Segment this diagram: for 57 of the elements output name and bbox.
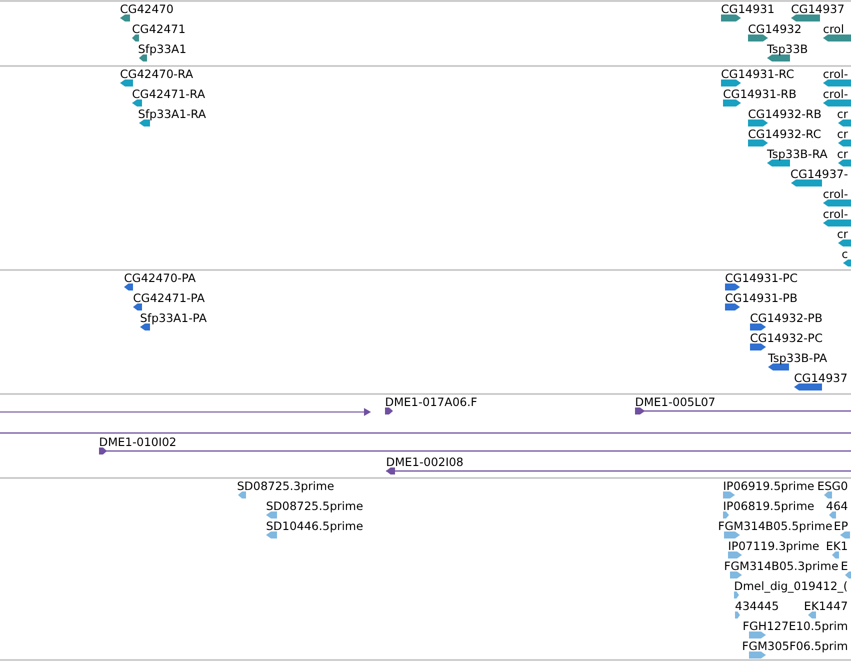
feature-label: SD08725.5prime — [266, 499, 364, 513]
feature-label: FGM314B05.5prime — [718, 519, 832, 533]
feature-label: FGH127E10.5prim — [742, 619, 848, 633]
feature-label: Tsp33B-RA — [767, 147, 828, 161]
feature-label: CG14932-RC — [748, 127, 822, 141]
feature-label: CG14931-PB — [725, 291, 798, 305]
feature-label: Sfp33A1-RA — [138, 107, 206, 121]
feature-label: CG14932-PC — [750, 331, 823, 345]
feature-label: FGM305F06.5prim — [742, 639, 848, 653]
feature-label: Sfp33A1-PA — [140, 311, 207, 325]
feature-label: crol- — [822, 67, 848, 81]
feature-label: CG14931-RB — [723, 87, 797, 101]
feature-label: EK1 — [826, 539, 848, 553]
feature-label: CG14932-RB — [748, 107, 822, 121]
feature-label: CG14932 — [748, 22, 802, 36]
feature-label: IP06919.5prime — [723, 479, 814, 493]
feature-label: CG14931-RC — [721, 67, 794, 81]
feature-label: crol- — [822, 207, 848, 221]
feature-label: FGM314B05.3prime — [724, 559, 838, 573]
feature-label: Dmel_dig_019412_( — [734, 579, 848, 593]
feature-label: Tsp33B-PA — [768, 351, 828, 365]
feature-label: CG14931 — [721, 2, 775, 16]
feature-label: c — [842, 247, 848, 261]
feature-label: CG14932-PB — [750, 311, 822, 325]
feature-label: CG14937 — [791, 2, 845, 16]
feature-label: cr — [836, 227, 848, 241]
feature-label: SD08725.3prime — [237, 479, 334, 493]
feature-label: E — [840, 559, 848, 573]
feature-label: CG42471-RA — [132, 87, 206, 101]
feature-label: CG14937- — [790, 167, 848, 181]
feature-label: DME1-010I02 — [99, 435, 176, 449]
feature-label: 464 — [826, 499, 848, 513]
feature-label: DME1-002I08 — [386, 455, 464, 469]
feature-label: crol- — [822, 87, 848, 101]
feature-label: DME1-017A06.F — [385, 395, 478, 409]
feature-label: crol- — [822, 187, 848, 201]
feature-label: EP — [834, 519, 848, 533]
feature-label: 434445 — [735, 599, 779, 613]
feature-label: DME1-005L07 — [635, 395, 716, 409]
feature-label: CG14931-PC — [725, 271, 798, 285]
feature-label: EK1447 — [804, 599, 848, 613]
feature-label: IP07119.3prime — [728, 539, 820, 553]
feature-label: CG42471 — [132, 22, 186, 36]
feature-label: Sfp33A1 — [138, 42, 186, 56]
feature-label: Tsp33B — [767, 42, 808, 56]
feature-label: CG14937 — [794, 371, 848, 385]
feature-label: SD10446.5prime — [266, 519, 364, 533]
feature-label: cr — [836, 147, 848, 161]
feature-label: ESG0 — [817, 479, 848, 493]
feature-label: CG42470 — [120, 2, 174, 16]
feature-label: IP06819.5prime — [723, 499, 814, 513]
feature-label: CG42471-PA — [133, 291, 205, 305]
feature-label: CG42470-RA — [120, 67, 194, 81]
feature-label: crol — [823, 22, 844, 36]
feature-label: CG42470-PA — [124, 271, 196, 285]
feature-label: cr — [836, 127, 848, 141]
feature-label: cr — [836, 107, 848, 121]
